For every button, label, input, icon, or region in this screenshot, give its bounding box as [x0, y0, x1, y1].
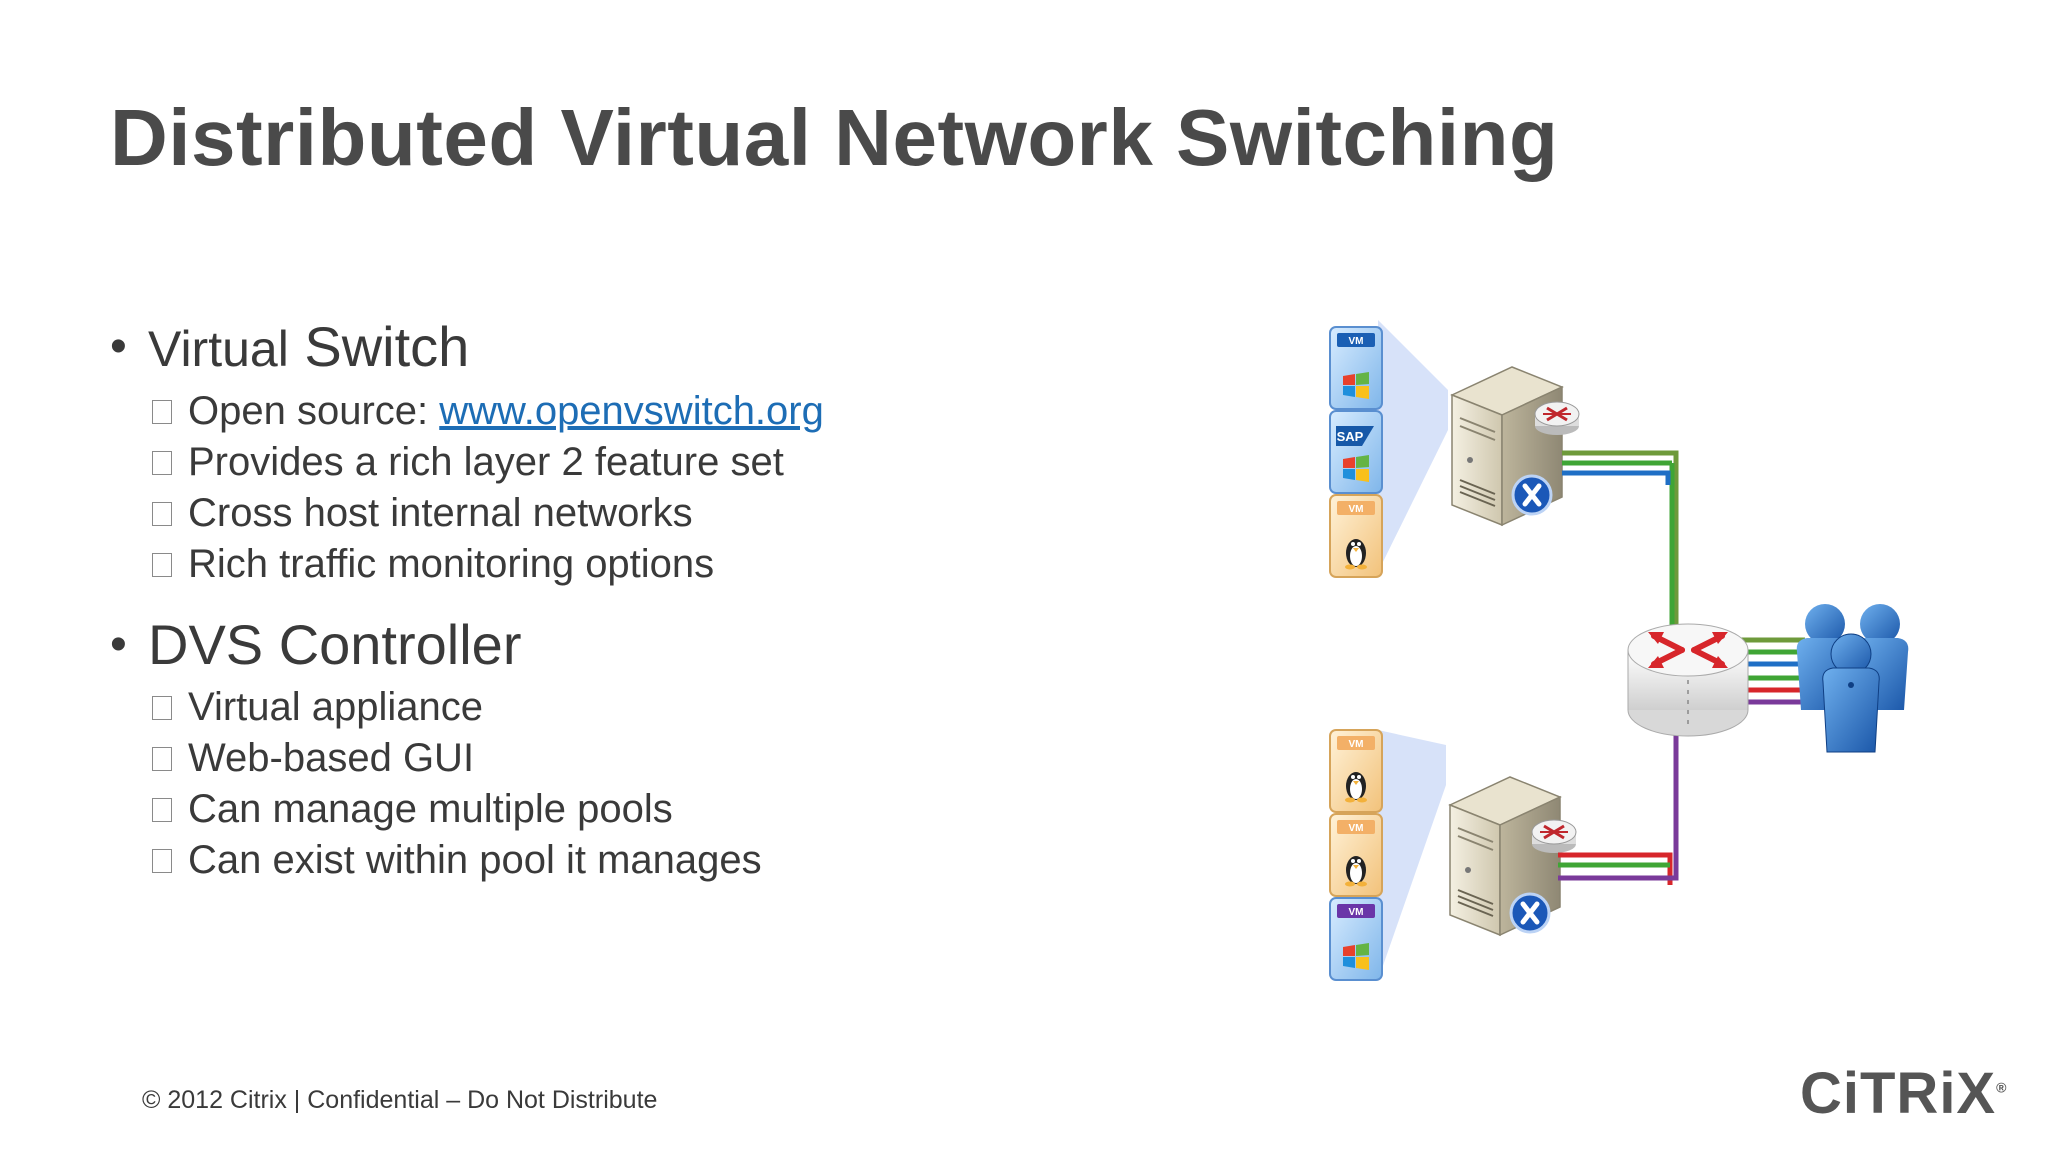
item-text: Open source:: [188, 389, 440, 433]
list-item: Web-based GUI: [110, 733, 1260, 784]
xen-badge-icon: [1511, 474, 1553, 516]
citrix-logo: CiTRiX®: [1800, 1060, 2007, 1127]
vm-tile: SAP: [1329, 410, 1383, 494]
checkbox-glyph-icon: [152, 798, 172, 822]
checkbox-glyph-icon: [152, 553, 172, 577]
users-group-icon: [1796, 604, 1909, 753]
network-diagram: VM SAP: [1329, 320, 1909, 981]
vm-label: VM: [1349, 336, 1364, 347]
bullet-heading: • Virtual Switch: [110, 310, 1260, 386]
sap-label: SAP: [1337, 429, 1364, 444]
vm-label: VM: [1349, 504, 1364, 515]
vm-tile: VM: [1329, 494, 1383, 578]
item-text: Web-based GUI: [188, 736, 475, 780]
upper-host-group: VM SAP: [1329, 320, 1580, 578]
slide-title: Distributed Virtual Network Switching: [110, 93, 1559, 182]
item-text: Can exist within pool it manages: [188, 838, 762, 882]
item-text: Cross host internal networks: [188, 491, 693, 535]
checkbox-glyph-icon: [152, 696, 172, 720]
item-text: Provides a rich layer 2 feature set: [188, 440, 784, 484]
section-virtual-switch: • Virtual Switch Open source: www.openvs…: [110, 310, 1260, 590]
router-icon: [1627, 623, 1749, 737]
checkbox-glyph-icon: [152, 400, 172, 424]
checkbox-glyph-icon: [152, 451, 172, 475]
footer-text: © 2012 Citrix | Confidential – Do Not Di…: [142, 1086, 658, 1114]
vm-tile: VM: [1329, 813, 1383, 897]
registered-mark: ®: [1996, 1079, 2008, 1096]
logo-text: CiTRiX: [1800, 1061, 1997, 1126]
bullet-dot-icon: •: [110, 618, 127, 671]
list-item: Virtual appliance: [110, 682, 1260, 733]
list-item: Provides a rich layer 2 feature set: [110, 437, 1260, 488]
bullet-heading: • DVS Controller: [110, 608, 1260, 682]
windows-icon: [1343, 943, 1369, 970]
windows-icon: [1343, 372, 1369, 399]
vm-tile: VM: [1329, 897, 1383, 981]
linux-penguin-icon: [1345, 539, 1367, 570]
vm-tile: VM: [1329, 326, 1383, 410]
openvswitch-link[interactable]: www.openvswitch.org: [439, 389, 824, 433]
item-text: Rich traffic monitoring options: [188, 542, 715, 586]
list-item: Can exist within pool it manages: [110, 835, 1260, 886]
linux-penguin-icon: [1345, 856, 1367, 887]
vm-label: VM: [1349, 739, 1364, 750]
vm-projection-shape: [1378, 730, 1446, 980]
list-item: Open source: www.openvswitch.org: [110, 386, 1260, 437]
heading-main: Switch: [304, 315, 470, 378]
vm-label: VM: [1349, 907, 1364, 918]
bullet-list: • Virtual Switch Open source: www.openvs…: [110, 310, 1260, 904]
checkbox-glyph-icon: [152, 502, 172, 526]
linux-penguin-icon: [1345, 772, 1367, 803]
lower-host-group: VM VM: [1329, 729, 1577, 981]
bullet-dot-icon: •: [110, 320, 127, 373]
heading-prefix: Virtual: [148, 321, 289, 377]
checkbox-glyph-icon: [152, 849, 172, 873]
list-item: Cross host internal networks: [110, 488, 1260, 539]
item-text: Virtual appliance: [188, 685, 484, 729]
item-text: Can manage multiple pools: [188, 787, 673, 831]
windows-icon: [1343, 455, 1369, 482]
list-item: Rich traffic monitoring options: [110, 539, 1260, 590]
checkbox-glyph-icon: [152, 747, 172, 771]
vm-label: VM: [1349, 823, 1364, 834]
vswitch-badge-icon: [1531, 819, 1577, 853]
heading-main: DVS Controller: [148, 613, 522, 676]
vm-projection-shape: [1378, 320, 1448, 572]
vm-tile: VM: [1329, 729, 1383, 813]
section-dvs-controller: • DVS Controller Virtual appliance Web-b…: [110, 608, 1260, 886]
vswitch-badge-icon: [1534, 401, 1580, 435]
xen-badge-icon: [1509, 892, 1551, 934]
list-item: Can manage multiple pools: [110, 784, 1260, 835]
